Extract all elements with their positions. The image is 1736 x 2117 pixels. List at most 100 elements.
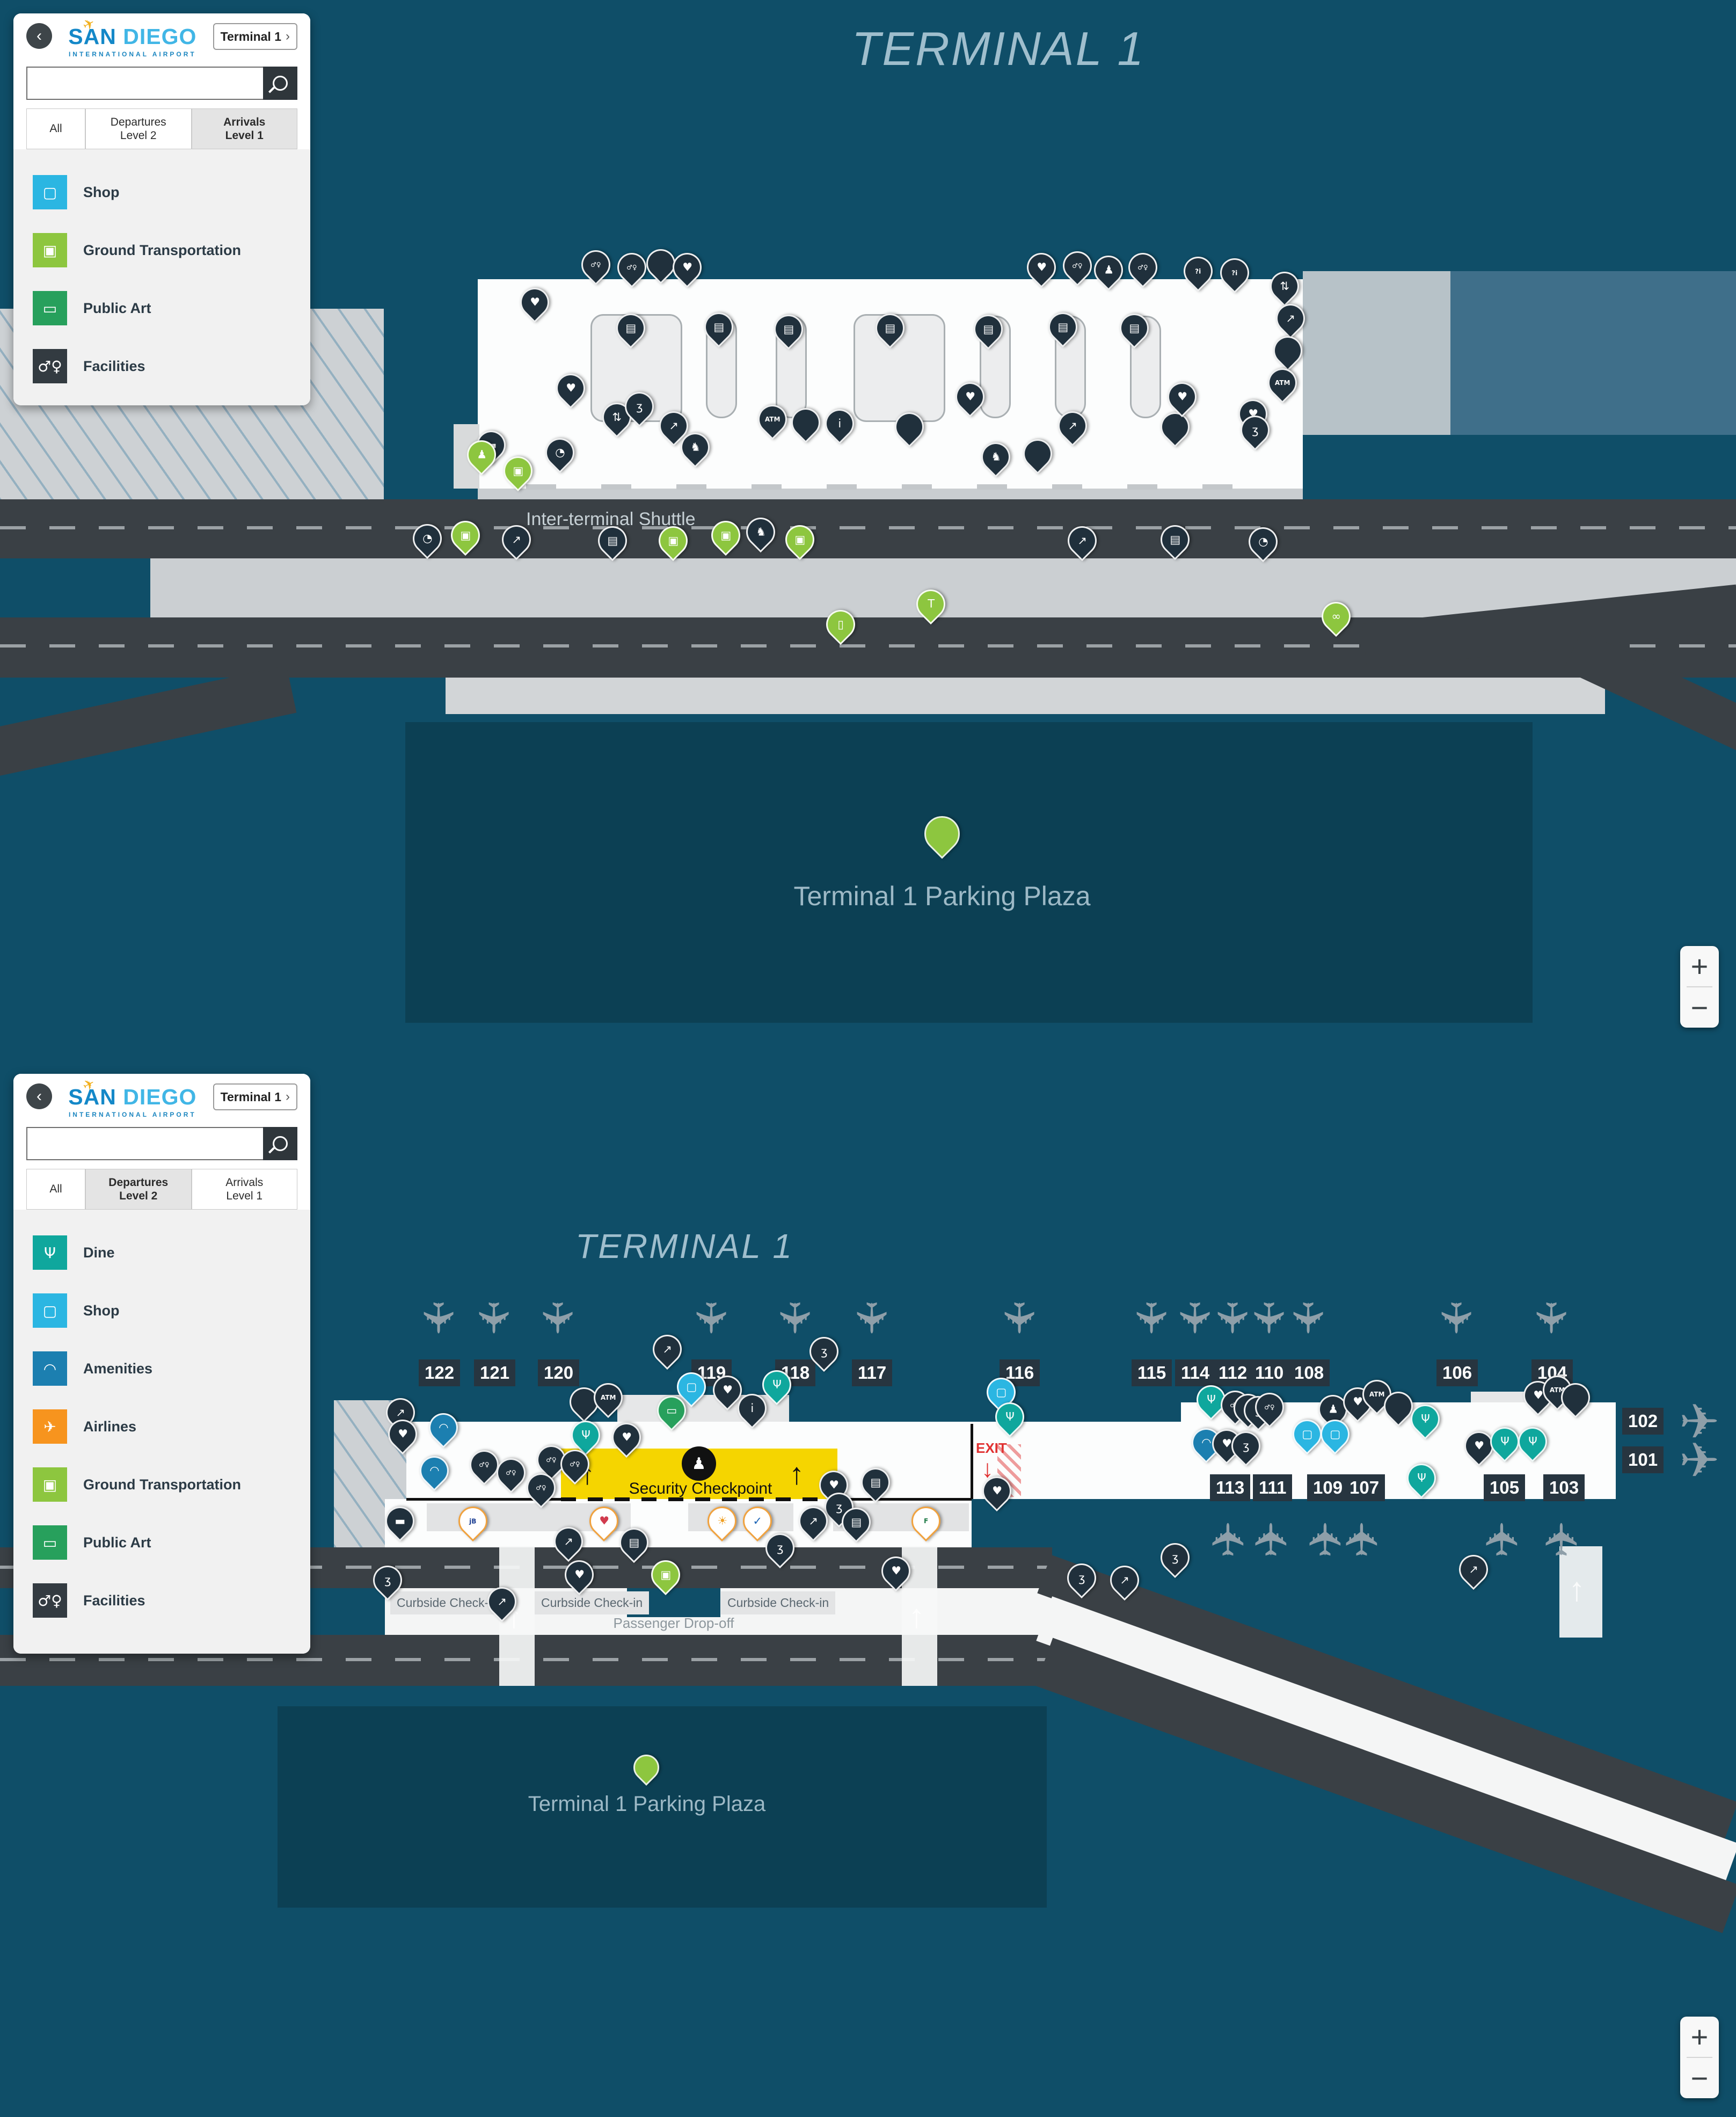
search-button[interactable] bbox=[263, 67, 297, 100]
terminal-selector-button[interactable]: Terminal 1 › bbox=[213, 1083, 297, 1110]
search-button[interactable] bbox=[263, 1127, 297, 1160]
zoom-out-button[interactable]: − bbox=[1690, 2061, 1709, 2095]
zoom-in-button[interactable]: + bbox=[1690, 949, 1709, 983]
aed-pin[interactable]: ♥ bbox=[1161, 376, 1203, 418]
hearing-loop-pin[interactable]: ʒ bbox=[1061, 1557, 1103, 1599]
parking-plaza-top[interactable] bbox=[405, 722, 1533, 1023]
elevator-pin[interactable]: ⇅ bbox=[1264, 265, 1305, 307]
hearing-loop-pin[interactable]: ʒ bbox=[367, 1559, 409, 1601]
zoom-in-button[interactable]: + bbox=[1690, 2020, 1709, 2054]
sidebar-item-facilities[interactable]: ♂♀Facilities bbox=[13, 1572, 310, 1629]
pet-relief-pin[interactable]: ♞ bbox=[740, 511, 782, 553]
airline-jetblue-pin[interactable]: jB bbox=[452, 1500, 494, 1542]
aed-pin[interactable]: ♥ bbox=[514, 281, 556, 323]
airline-southwest-pin[interactable]: ♥ bbox=[583, 1500, 625, 1542]
baggage-service-pin[interactable]: ?i bbox=[1177, 250, 1219, 292]
wait-time-pin[interactable]: ◔ bbox=[406, 518, 448, 559]
baggage-cart-pin[interactable]: ▤ bbox=[1154, 519, 1196, 561]
rideshare-app-pin[interactable]: ▯ bbox=[820, 603, 862, 645]
shuttle-bus-pin[interactable]: ▣ bbox=[497, 450, 539, 492]
back-button[interactable]: ‹ bbox=[26, 23, 52, 49]
escalator-pin[interactable]: ↗ bbox=[1270, 297, 1311, 339]
wait-time-pin[interactable]: ◔ bbox=[1242, 521, 1284, 563]
amenities-pin[interactable]: ◠ bbox=[413, 1450, 455, 1492]
dine-pin[interactable]: Ψ bbox=[1401, 1457, 1442, 1499]
aed-pin[interactable]: ♥ bbox=[875, 1550, 917, 1592]
shuttle-bus-pin[interactable]: ▣ bbox=[705, 514, 747, 556]
sidebar-item-ground-transportation[interactable]: ▣Ground Transportation bbox=[13, 1456, 310, 1514]
hearing-loop-pin[interactable]: ʒ bbox=[1154, 1537, 1196, 1578]
hearing-loop-pin[interactable]: ʒ bbox=[759, 1527, 801, 1569]
poi-pin[interactable] bbox=[1154, 406, 1196, 448]
baggage-claim-pin[interactable]: ▤ bbox=[610, 307, 652, 349]
airline-frontier-pin[interactable]: F bbox=[905, 1500, 947, 1542]
amenities-pin[interactable]: ◠ bbox=[422, 1407, 464, 1449]
escalator-pin[interactable]: ↗ bbox=[646, 1328, 688, 1370]
sidebar-item-ground-transportation[interactable]: ▣Ground Transportation bbox=[13, 221, 310, 279]
poi-pin[interactable] bbox=[1267, 330, 1309, 372]
taxi-pin[interactable]: T bbox=[910, 583, 952, 625]
poi-pin[interactable] bbox=[888, 406, 930, 448]
sidebar-item-amenities[interactable]: ◠Amenities bbox=[13, 1340, 310, 1398]
poi-pin[interactable] bbox=[1017, 433, 1059, 475]
baggage-service-pin[interactable]: ▤ bbox=[855, 1461, 896, 1503]
wait-time-pin[interactable]: ◔ bbox=[539, 432, 581, 474]
sidebar-item-shop[interactable]: ▢Shop bbox=[13, 163, 310, 221]
sidebar-item-public-art[interactable]: ▭Public Art bbox=[13, 279, 310, 337]
aed-pin[interactable]: ♥ bbox=[550, 367, 592, 409]
aed-pin[interactable]: ♥ bbox=[976, 1470, 1018, 1512]
baggage-check-pin[interactable]: ▤ bbox=[613, 1522, 655, 1563]
back-button[interactable]: ‹ bbox=[26, 1083, 52, 1109]
dine-pin[interactable]: Ψ bbox=[1512, 1421, 1553, 1463]
aed-pin[interactable]: ♥ bbox=[1020, 246, 1062, 288]
restroom-pin[interactable]: ♂♀ bbox=[575, 244, 617, 286]
escalator-pin[interactable]: ↗ bbox=[1104, 1559, 1146, 1601]
baggage-cart-pin[interactable]: ▤ bbox=[592, 520, 633, 562]
airline-spirit-pin[interactable]: ☀ bbox=[701, 1500, 743, 1542]
escalator-pin[interactable]: ↗ bbox=[1052, 405, 1093, 447]
baggage-claim-pin[interactable]: ▤ bbox=[768, 308, 809, 350]
sidebar-item-public-art[interactable]: ▭Public Art bbox=[13, 1514, 310, 1572]
escalator-pin[interactable]: ↗ bbox=[1453, 1548, 1494, 1590]
baggage-service-pin[interactable]: ?i bbox=[1214, 252, 1256, 294]
aed-pin[interactable]: ♥ bbox=[606, 1416, 647, 1458]
escalator-pin[interactable]: ↗ bbox=[1061, 520, 1103, 562]
aed-pin[interactable]: ♥ bbox=[949, 376, 991, 418]
baggage-claim-pin[interactable]: ▤ bbox=[1042, 306, 1084, 348]
payment-kiosk-pin[interactable]: ▬ bbox=[379, 1500, 421, 1542]
escalator-pin[interactable]: ↗ bbox=[481, 1581, 523, 1623]
zoom-out-button[interactable]: − bbox=[1690, 991, 1709, 1024]
hearing-loop-pin[interactable]: ʒ bbox=[803, 1330, 845, 1372]
poi-pin[interactable] bbox=[785, 402, 827, 443]
bike-path-pin[interactable]: ∞ bbox=[1315, 595, 1357, 637]
sidebar-item-shop[interactable]: ▢Shop bbox=[13, 1282, 310, 1340]
tab-all[interactable]: All bbox=[26, 108, 85, 149]
shuttle-bus-pin[interactable]: ▣ bbox=[652, 520, 694, 562]
sidebar-item-facilities[interactable]: ♂♀Facilities bbox=[13, 337, 310, 395]
sidebar-item-airlines[interactable]: ✈Airlines bbox=[13, 1398, 310, 1456]
baggage-claim-pin[interactable]: ▤ bbox=[967, 308, 1009, 350]
search-input[interactable] bbox=[26, 1127, 263, 1160]
shuttle-bus-pin[interactable]: ▣ bbox=[645, 1554, 687, 1596]
atm-pin[interactable]: ATM bbox=[1261, 362, 1303, 404]
terminal-selector-button[interactable]: Terminal 1 › bbox=[213, 23, 297, 50]
escalator-pin[interactable]: ↗ bbox=[495, 519, 537, 561]
shuttle-bus-pin[interactable]: ▣ bbox=[444, 514, 486, 556]
parking-plaza-bottom[interactable] bbox=[278, 1706, 1047, 1908]
info-pin[interactable]: i bbox=[819, 403, 860, 445]
baggage-claim-pin[interactable]: ▤ bbox=[1113, 307, 1155, 349]
shuttle-bus-pin[interactable]: ▣ bbox=[779, 519, 821, 561]
aed-pin[interactable]: ♥ bbox=[558, 1554, 600, 1596]
escalator-pin[interactable]: ↗ bbox=[548, 1521, 589, 1562]
restroom-pin[interactable]: ♂♀ bbox=[1122, 246, 1164, 288]
aed-pin[interactable]: ♥ bbox=[666, 246, 708, 288]
search-input[interactable] bbox=[26, 67, 263, 100]
atm-pin[interactable]: ATM bbox=[752, 398, 793, 440]
tab-all[interactable]: All bbox=[26, 1169, 85, 1210]
shop-pin[interactable]: ▢ bbox=[1314, 1413, 1356, 1455]
baggage-claim-pin[interactable]: ▤ bbox=[698, 306, 740, 348]
